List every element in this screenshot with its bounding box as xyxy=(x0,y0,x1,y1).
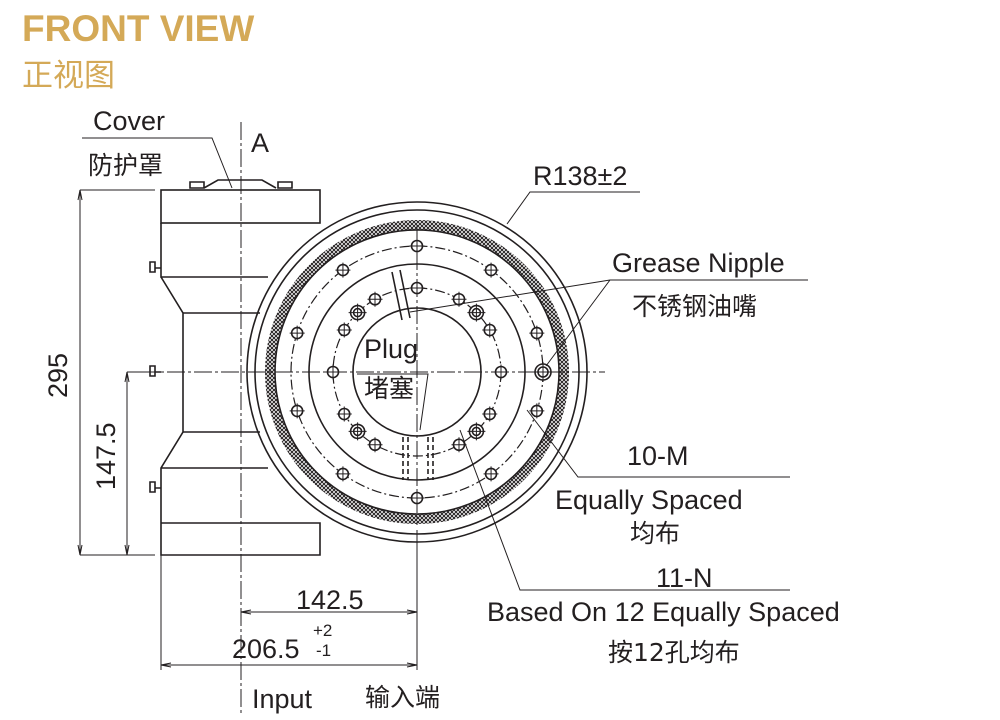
grease-nipple-label-cn: 不锈钢油嘴 xyxy=(632,292,758,321)
m-hole-cross xyxy=(529,325,545,341)
section-marker: A xyxy=(251,128,270,158)
n-hole-cross xyxy=(336,406,352,422)
n-hole-cross xyxy=(482,322,498,338)
m-hole-cross xyxy=(483,466,499,482)
plug-label: Plug xyxy=(364,334,419,364)
m-hole-cross xyxy=(529,403,545,419)
m-hole-cross xyxy=(335,262,351,278)
threaded-hole-cross xyxy=(348,303,367,322)
plug-label-cn: 堵塞 xyxy=(364,374,415,403)
n-hole-cross xyxy=(367,291,383,307)
dim-width-center: 142.5 xyxy=(296,585,364,615)
m-hole-cross xyxy=(335,466,351,482)
m-holes-label: 10-M xyxy=(627,441,689,471)
n-holes-desc-cn: 按12孔均布 xyxy=(608,638,740,667)
page-title: FRONT VIEW xyxy=(22,8,255,49)
input-label: Input xyxy=(252,684,313,714)
threaded-hole-cross xyxy=(348,422,367,441)
input-label-cn: 输入端 xyxy=(365,683,441,712)
cover-label-cn: 防护罩 xyxy=(88,151,164,180)
m-hole-cross xyxy=(289,325,305,341)
n-hole-cross xyxy=(336,322,352,338)
dim-height-total: 295 xyxy=(43,352,73,398)
n-hole-cross xyxy=(367,437,383,453)
cover-label: Cover xyxy=(93,106,166,136)
dim-height-half: 147.5 xyxy=(91,422,121,490)
m-hole-cross xyxy=(483,262,499,278)
grease-nipple-label: Grease Nipple xyxy=(612,248,785,278)
dim-tol-lower: -1 xyxy=(316,641,332,660)
radius-label: R138±2 xyxy=(533,161,628,191)
m-holes-desc: Equally Spaced xyxy=(555,485,743,515)
n-hole-cross xyxy=(482,406,498,422)
n-hole-cross xyxy=(451,437,467,453)
bolt-holes xyxy=(289,238,553,506)
m-holes-desc-cn: 均布 xyxy=(630,519,681,548)
dim-width-total: 206.5 xyxy=(232,634,300,664)
m-hole-cross xyxy=(289,403,305,419)
n-holes-label: 11-N xyxy=(656,563,713,593)
threaded-hole-cross xyxy=(467,422,486,441)
dim-tol-upper: +2 xyxy=(313,621,333,640)
page-subtitle: 正视图 xyxy=(22,58,115,94)
n-holes-desc: Based On 12 Equally Spaced xyxy=(487,597,840,627)
threaded-hole-cross xyxy=(467,303,486,322)
